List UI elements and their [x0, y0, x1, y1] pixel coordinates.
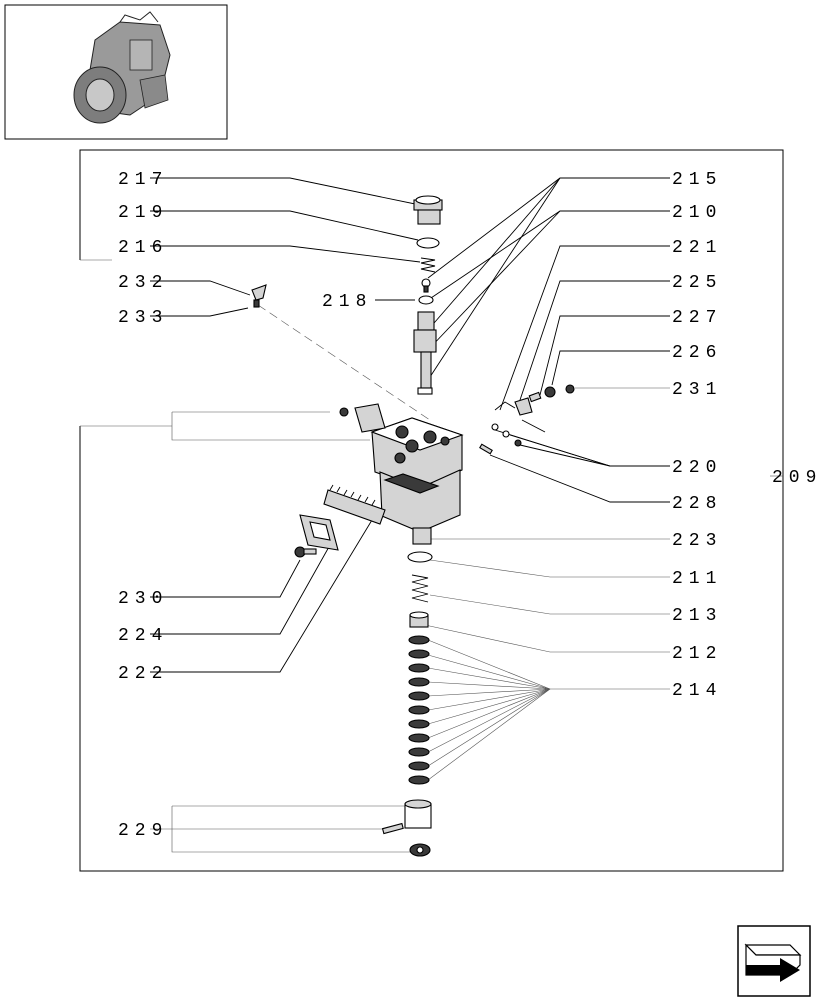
- callout-222[interactable]: 222: [118, 664, 168, 684]
- clamp-plate[interactable]: [339, 403, 386, 433]
- callout-230[interactable]: 230: [118, 589, 168, 609]
- main-frame: [79, 149, 784, 872]
- callout-224[interactable]: 224: [118, 626, 168, 646]
- callout-232[interactable]: 232: [118, 273, 168, 293]
- valve-218[interactable]: [418, 278, 434, 305]
- delivery-valve-holder[interactable]: [413, 195, 443, 225]
- next-page-button[interactable]: [737, 925, 811, 997]
- screw-232[interactable]: [251, 284, 267, 308]
- callouts-right: 215 210 221 225 227 226 231 220 228 223 …: [672, 170, 816, 701]
- engine-thumbnail[interactable]: [4, 4, 228, 140]
- callout-210[interactable]: 210: [672, 203, 722, 223]
- callout-217[interactable]: 217: [118, 170, 168, 190]
- plate-224[interactable]: [299, 514, 339, 551]
- callout-221[interactable]: 221: [672, 238, 722, 258]
- spring-seat-212[interactable]: [409, 611, 429, 628]
- assembly-number: 209: [772, 468, 816, 488]
- next-page-arrow-icon: [744, 943, 802, 982]
- callout-223[interactable]: 223: [672, 531, 722, 551]
- control-rack-222[interactable]: [323, 484, 386, 525]
- small-parts-right[interactable]: [479, 384, 575, 455]
- spring-seat-211[interactable]: [407, 551, 433, 563]
- screw-230[interactable]: [294, 546, 317, 558]
- callout-233[interactable]: 233: [118, 308, 168, 328]
- leader-lines-left: [150, 177, 431, 853]
- engine-thumbnail-icon: [73, 11, 171, 124]
- callout-215[interactable]: 215: [672, 170, 722, 190]
- pump-body[interactable]: [370, 417, 464, 533]
- callout-213[interactable]: 213: [672, 606, 722, 626]
- shim-stack-214[interactable]: [408, 635, 430, 785]
- callout-226[interactable]: 226: [672, 343, 722, 363]
- callout-227[interactable]: 227: [672, 308, 722, 328]
- callout-225[interactable]: 225: [672, 273, 722, 293]
- callout-229[interactable]: 229: [118, 821, 168, 841]
- callout-216[interactable]: 216: [118, 238, 168, 258]
- callouts-left: 217 219 216 232 233 218 230 224 222 229: [118, 170, 372, 841]
- spring-216[interactable]: [420, 257, 436, 273]
- callout-228[interactable]: 228: [672, 494, 722, 514]
- callout-220[interactable]: 220: [672, 458, 722, 478]
- spring-213[interactable]: [411, 574, 429, 603]
- callout-218[interactable]: 218: [322, 292, 372, 312]
- leader-lines-right: [424, 177, 670, 781]
- tappet-229[interactable]: [381, 799, 432, 857]
- callout-212[interactable]: 212: [672, 644, 722, 664]
- callout-214[interactable]: 214: [672, 681, 722, 701]
- callout-231[interactable]: 231: [672, 380, 722, 400]
- callout-219[interactable]: 219: [118, 203, 168, 223]
- valve-body-210[interactable]: [413, 311, 437, 395]
- sealing-ring-219[interactable]: [416, 237, 440, 249]
- plunger-223[interactable]: [412, 527, 432, 545]
- callout-211[interactable]: 211: [672, 569, 722, 589]
